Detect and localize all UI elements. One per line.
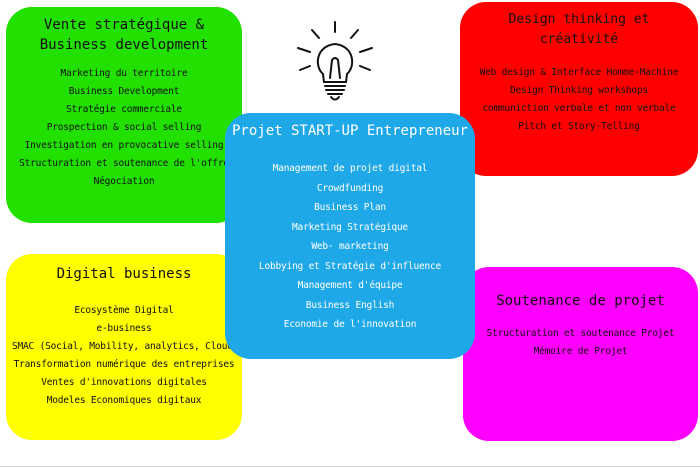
list-item: Lobbying et Stratégie d'influence: [258, 260, 442, 272]
list-item: Management d'équipe: [297, 280, 403, 291]
box-title: Vente stratégique & Business development: [39, 17, 209, 53]
list-item: Stratégie commerciale: [66, 104, 182, 115]
box-items: Management de projet digital Crowdfundin…: [231, 159, 469, 335]
list-item: Structuration et soutenance Projet: [486, 328, 675, 339]
box-items: Structuration et soutenance Projet Mémoi…: [469, 325, 692, 361]
list-item: Business English: [305, 299, 395, 311]
list-item: Web- marketing: [311, 241, 389, 252]
box-title: Digital business: [56, 266, 192, 282]
lightbulb-icon: [297, 21, 373, 101]
box-vente-strategique: Vente stratégique & Business development…: [6, 7, 242, 223]
box-title: Soutenance de projet: [496, 293, 665, 309]
list-item: Ecosystème Digital: [74, 305, 174, 316]
list-item: Crowdfunding: [316, 182, 384, 194]
list-item: Investigation en provocative selling: [24, 140, 224, 151]
list-item: SMAC (Social, Mobility, analytics, Cloud…: [12, 341, 239, 352]
box-items: Marketing du territoire Business Develop…: [12, 65, 236, 191]
box-items: Web design & Interface Homme-Machine Des…: [466, 64, 692, 136]
list-item: Management de projet digital: [272, 163, 428, 174]
list-item: Marketing Stratégique: [292, 221, 408, 233]
box-items: Ecosystème Digital e-business SMAC (Soci…: [12, 302, 239, 410]
list-item: Négociation: [93, 176, 155, 187]
list-item: Pitch et Story-Telling: [518, 121, 640, 132]
list-item: communiction verbale et non verbale: [482, 103, 676, 114]
list-item: e-business: [96, 323, 152, 334]
list-item: Modeles Economiques digitaux: [46, 395, 202, 406]
list-item: Prospection & social selling: [46, 122, 202, 133]
list-item: Marketing du territoire: [60, 68, 188, 79]
divider: [0, 466, 700, 467]
list-item: Web design & Interface Homme-Machine: [479, 67, 679, 78]
list-item: Transformation numérique des entreprises: [13, 359, 235, 370]
list-item: Business Plan: [314, 202, 386, 213]
box-title: Design thinking et créativité: [508, 12, 650, 47]
list-item: Economie de l'innovation: [283, 319, 417, 330]
box-design-thinking: Design thinking et créativité Web design…: [460, 2, 698, 176]
list-item: Ventes d'innovations digitales: [41, 377, 207, 388]
list-item: Design Thinking workshops: [510, 85, 648, 96]
box-digital-business: Digital business Ecosystème Digital e-bu…: [6, 254, 242, 440]
box-projet-startup: Projet START-UP Entrepreneur Management …: [225, 113, 475, 359]
list-item: Structuration et soutenance de l'offre: [19, 158, 229, 169]
list-item: Mémoire de Projet: [533, 346, 628, 357]
box-soutenance-projet: Soutenance de projet Structuration et so…: [463, 267, 698, 441]
box-title: Projet START-UP Entrepreneur: [231, 123, 468, 139]
list-item: Business Development: [68, 86, 180, 97]
